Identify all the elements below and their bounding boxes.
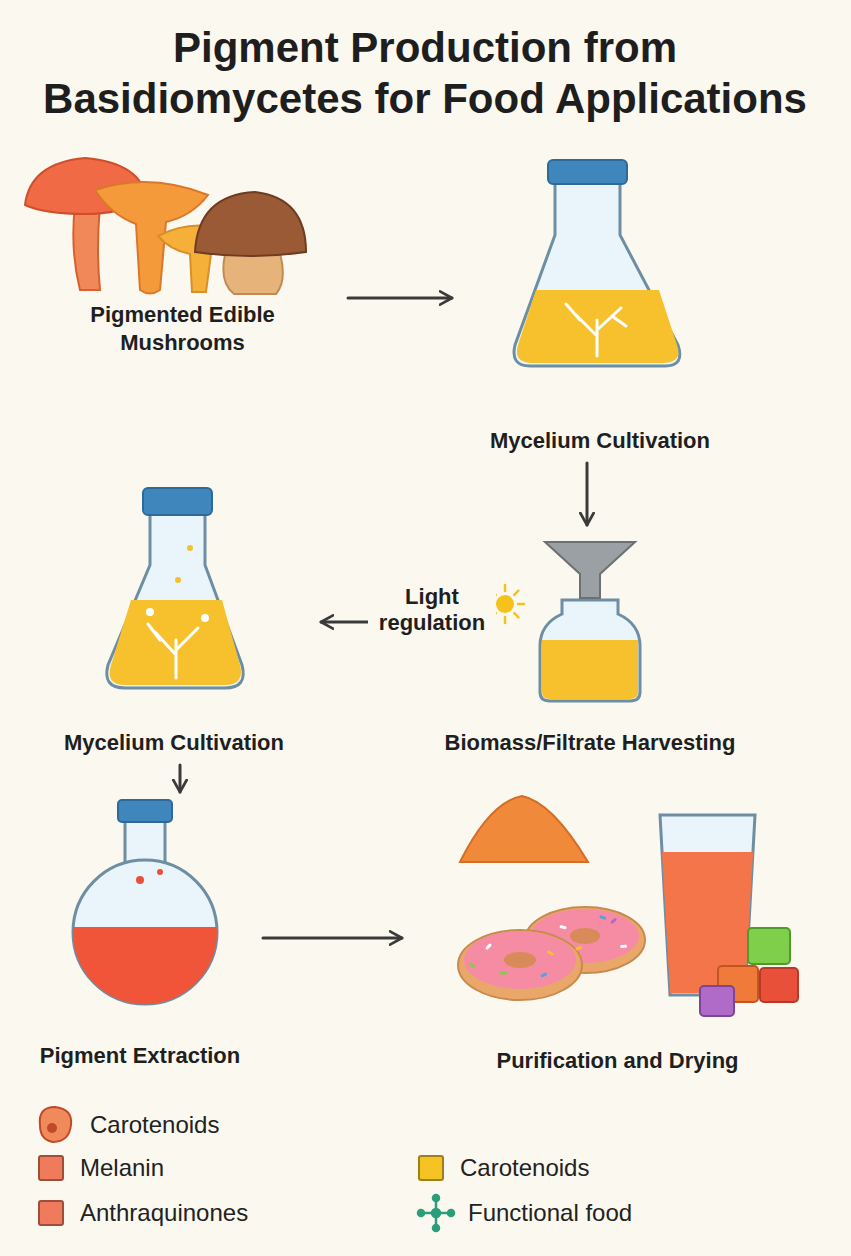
sprinkle	[575, 946, 583, 951]
flask-illustration	[107, 488, 243, 688]
stage-node: Mycelium Cultivation	[30, 480, 318, 762]
legend-label: Anthraquinones	[80, 1199, 248, 1227]
sprinkle	[599, 915, 607, 920]
sun-ray	[504, 585, 507, 591]
sprinkle	[610, 918, 617, 925]
stage-label: Purification and Drying	[496, 1047, 738, 1075]
legend-label: Melanin	[80, 1154, 164, 1182]
sprinkle	[547, 950, 555, 956]
stage-label: Biomass/Filtrate Harvesting	[445, 729, 736, 757]
round-flask-illustration	[73, 800, 217, 1004]
sun-ray	[504, 617, 507, 623]
stage-label: Mycelium Cultivation	[490, 427, 710, 455]
diagram-title: Pigment Production from Basidiomycetes f…	[25, 22, 825, 124]
stage-node: Pigment Extraction	[20, 795, 260, 1075]
legend-entry: Carotenoids	[90, 1107, 219, 1143]
legend-label: Functional food	[468, 1199, 632, 1227]
legend-label: Carotenoids	[90, 1111, 219, 1139]
flow-arrow	[263, 937, 402, 940]
stage-label: Pigment Extraction	[40, 1042, 240, 1070]
legend-entry: Carotenoids	[418, 1150, 589, 1186]
legend-icon	[418, 1195, 454, 1231]
legend-swatch	[38, 1155, 64, 1181]
sprinkle	[500, 971, 507, 975]
flask-illustration	[514, 160, 680, 366]
flow-arrow	[348, 297, 452, 300]
stage-node: Pigmented Edible Mushrooms	[20, 145, 345, 362]
sun-ray	[518, 603, 524, 606]
sprinkle	[485, 943, 492, 950]
legend-entry: Melanin	[38, 1150, 164, 1186]
filter-illustration	[540, 542, 640, 701]
stage-label: Pigmented Edible Mushrooms	[58, 301, 308, 356]
flow-arrow	[179, 765, 182, 792]
legend-icon	[40, 1107, 71, 1142]
flow-arrow	[586, 463, 589, 525]
stage-node: Mycelium Cultivation	[455, 150, 745, 460]
stage-node: Purification and Drying	[405, 790, 830, 1080]
edge-label: Light regulation	[368, 584, 496, 637]
sprinkle	[620, 945, 627, 948]
sun-ray	[514, 613, 518, 617]
legend-entry: Anthraquinones	[38, 1195, 248, 1231]
food-illustration	[458, 796, 798, 1016]
legend-label: Carotenoids	[460, 1154, 589, 1182]
sprinkle	[540, 972, 548, 978]
legend-entry: Functional food	[468, 1195, 632, 1231]
stage-label: Mycelium Cultivation	[64, 729, 284, 757]
sprinkle	[559, 925, 566, 929]
sun-ray	[514, 591, 518, 595]
mushroom-illustration	[25, 158, 306, 294]
sprinkle	[468, 962, 475, 968]
legend-swatch	[418, 1155, 444, 1181]
legend-swatch	[38, 1200, 64, 1226]
stage-node: Biomass/Filtrate Harvesting	[430, 528, 750, 762]
